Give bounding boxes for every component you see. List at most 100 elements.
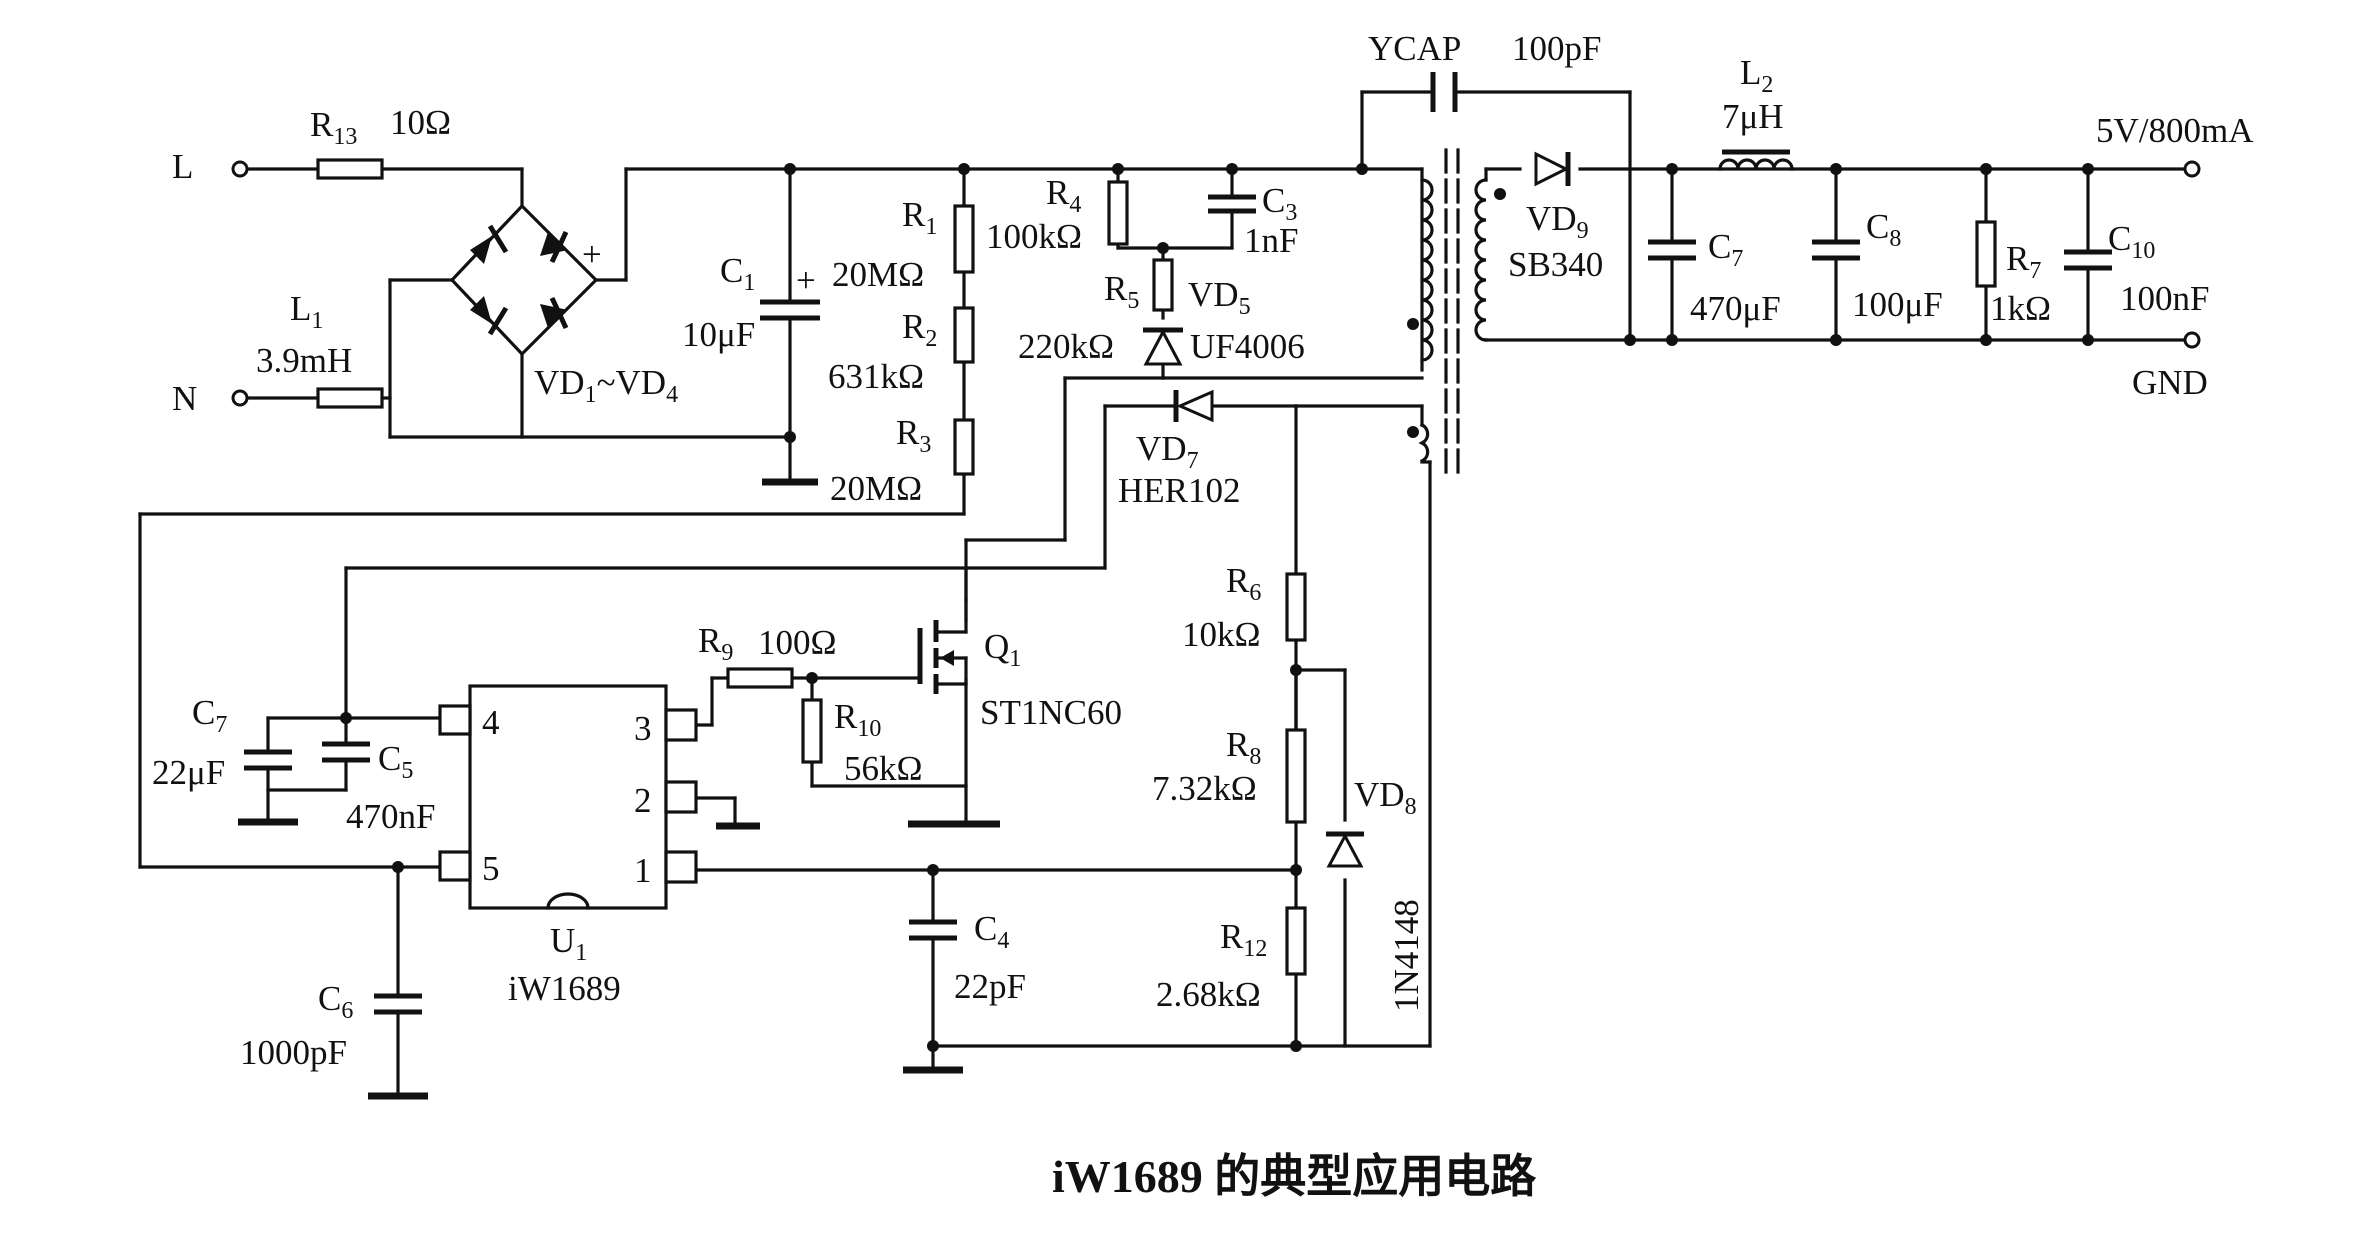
label-c3: C3 — [1262, 181, 1297, 226]
label-l: L — [172, 147, 193, 186]
r1-body — [953, 204, 975, 274]
u1-pin4-number: 4 — [482, 703, 500, 742]
value-r6: 10kΩ — [1182, 615, 1261, 654]
label-gnd: GND — [2132, 363, 2208, 402]
transformer-dot-secondary — [1494, 188, 1506, 200]
label-vd9: VD9 — [1526, 199, 1589, 244]
value-r4: 100kΩ — [986, 217, 1082, 256]
label-c7out: C7 — [1708, 227, 1743, 272]
r4-body — [1107, 180, 1129, 246]
value-c10: 100nF — [2120, 279, 2209, 318]
value-c3: 1nF — [1244, 221, 1298, 260]
r12-body — [1285, 906, 1307, 976]
terminal-l — [231, 160, 249, 178]
value-c6: 1000pF — [240, 1033, 347, 1072]
value-ycap: 100pF — [1512, 29, 1601, 68]
value-c5: 470nF — [346, 797, 435, 836]
value-r3: 20MΩ — [830, 469, 922, 508]
label-c1: C1 — [720, 251, 755, 296]
q1-mosfet — [917, 566, 968, 694]
label-vd5: VD5 — [1188, 275, 1251, 320]
label-c5: C5 — [378, 739, 413, 784]
bridge-diode-1 — [470, 224, 509, 264]
transformer-dot-primary — [1407, 318, 1419, 330]
u1-pin2 — [664, 780, 698, 814]
capacitor-plates — [244, 72, 2112, 1015]
r10-body — [801, 698, 823, 764]
value-c1: 10μF — [682, 315, 755, 354]
label-r1: R1 — [902, 195, 937, 240]
value-l2: 7μH — [1722, 97, 1784, 136]
label-vout: 5V/800mA — [2096, 111, 2254, 150]
label-r13: R13 — [310, 105, 357, 150]
label-r8: R8 — [1226, 725, 1261, 770]
value-r9: 100Ω — [758, 623, 837, 662]
value-c7: 22μF — [152, 753, 225, 792]
u1-pin1-number: 1 — [634, 851, 652, 890]
resistor-bodies — [316, 158, 1997, 976]
value-r2: 631kΩ — [828, 357, 924, 396]
r3-body — [953, 418, 975, 476]
l1-body — [316, 387, 384, 409]
u1-notch — [546, 892, 590, 910]
vd8-diode — [1326, 831, 1364, 868]
u1-pin1 — [664, 850, 698, 884]
r6-body — [1285, 572, 1307, 642]
vd7-diode — [1173, 389, 1214, 423]
label-r7: R7 — [2006, 239, 2041, 284]
label-vd7: VD7 — [1136, 429, 1199, 474]
value-r7: 1kΩ — [1990, 289, 2051, 328]
u1-pin3 — [664, 708, 698, 742]
r8-body — [1285, 728, 1307, 824]
bridge-diode-4 — [540, 296, 569, 330]
label-c6: C6 — [318, 979, 353, 1024]
value-c8: 100μF — [1852, 285, 1943, 324]
value-vd9: SB340 — [1508, 245, 1603, 284]
r9-body — [726, 667, 794, 689]
label-r3: R3 — [896, 413, 931, 458]
label-r9: R9 — [698, 621, 733, 666]
label-ycap: YCAP — [1368, 29, 1461, 68]
r5-body — [1152, 258, 1174, 312]
label-r12: R12 — [1220, 917, 1267, 962]
value-l1: 3.9mH — [256, 341, 352, 380]
bridge-rectifier — [449, 203, 599, 357]
figure-caption: iW1689 的典型应用电路 — [1052, 1151, 1537, 1202]
u1-pin3-number: 3 — [634, 709, 652, 748]
value-vd8: 1N4148 — [1387, 899, 1426, 1012]
label-q1: Q1 — [984, 627, 1021, 672]
label-l2: L2 — [1740, 53, 1773, 98]
value-r8: 7.32kΩ — [1152, 769, 1257, 808]
label-u1: U1 — [550, 921, 587, 966]
vd9-diode — [1534, 151, 1571, 187]
ground-symbols — [238, 478, 1000, 1100]
u1-pin2-number: 2 — [634, 781, 652, 820]
label-r6: R6 — [1226, 561, 1261, 606]
value-r10: 56kΩ — [844, 749, 923, 788]
label-r10: R10 — [834, 697, 881, 742]
junctions — [340, 163, 2094, 1052]
label-c8: C8 — [1866, 207, 1901, 252]
r2-body — [953, 306, 975, 364]
label-vd8: VD8 — [1354, 775, 1417, 820]
value-vd7: HER102 — [1118, 471, 1241, 510]
bridge-plus: + — [582, 235, 602, 274]
transformer — [1407, 148, 1506, 480]
value-u1: iW1689 — [508, 969, 621, 1008]
l2-inductor — [1718, 149, 1794, 171]
value-r1: 20MΩ — [832, 255, 924, 294]
label-bridge: VD1~VD4 — [534, 363, 678, 408]
value-vd5: UF4006 — [1190, 327, 1305, 366]
label-c4: C4 — [974, 909, 1009, 954]
value-c4: 22pF — [954, 967, 1026, 1006]
terminals — [231, 160, 2201, 407]
vd5-diode — [1143, 327, 1183, 366]
label-c7: C7 — [192, 693, 227, 738]
terminal-n — [231, 389, 249, 407]
u1-ic: 4 5 3 2 1 — [438, 684, 698, 910]
bridge-diode-3 — [470, 296, 509, 336]
u1-body — [468, 684, 668, 910]
value-q1: ST1NC60 — [980, 693, 1122, 732]
u1-pin5 — [438, 850, 472, 882]
c1-plus: + — [796, 261, 816, 300]
